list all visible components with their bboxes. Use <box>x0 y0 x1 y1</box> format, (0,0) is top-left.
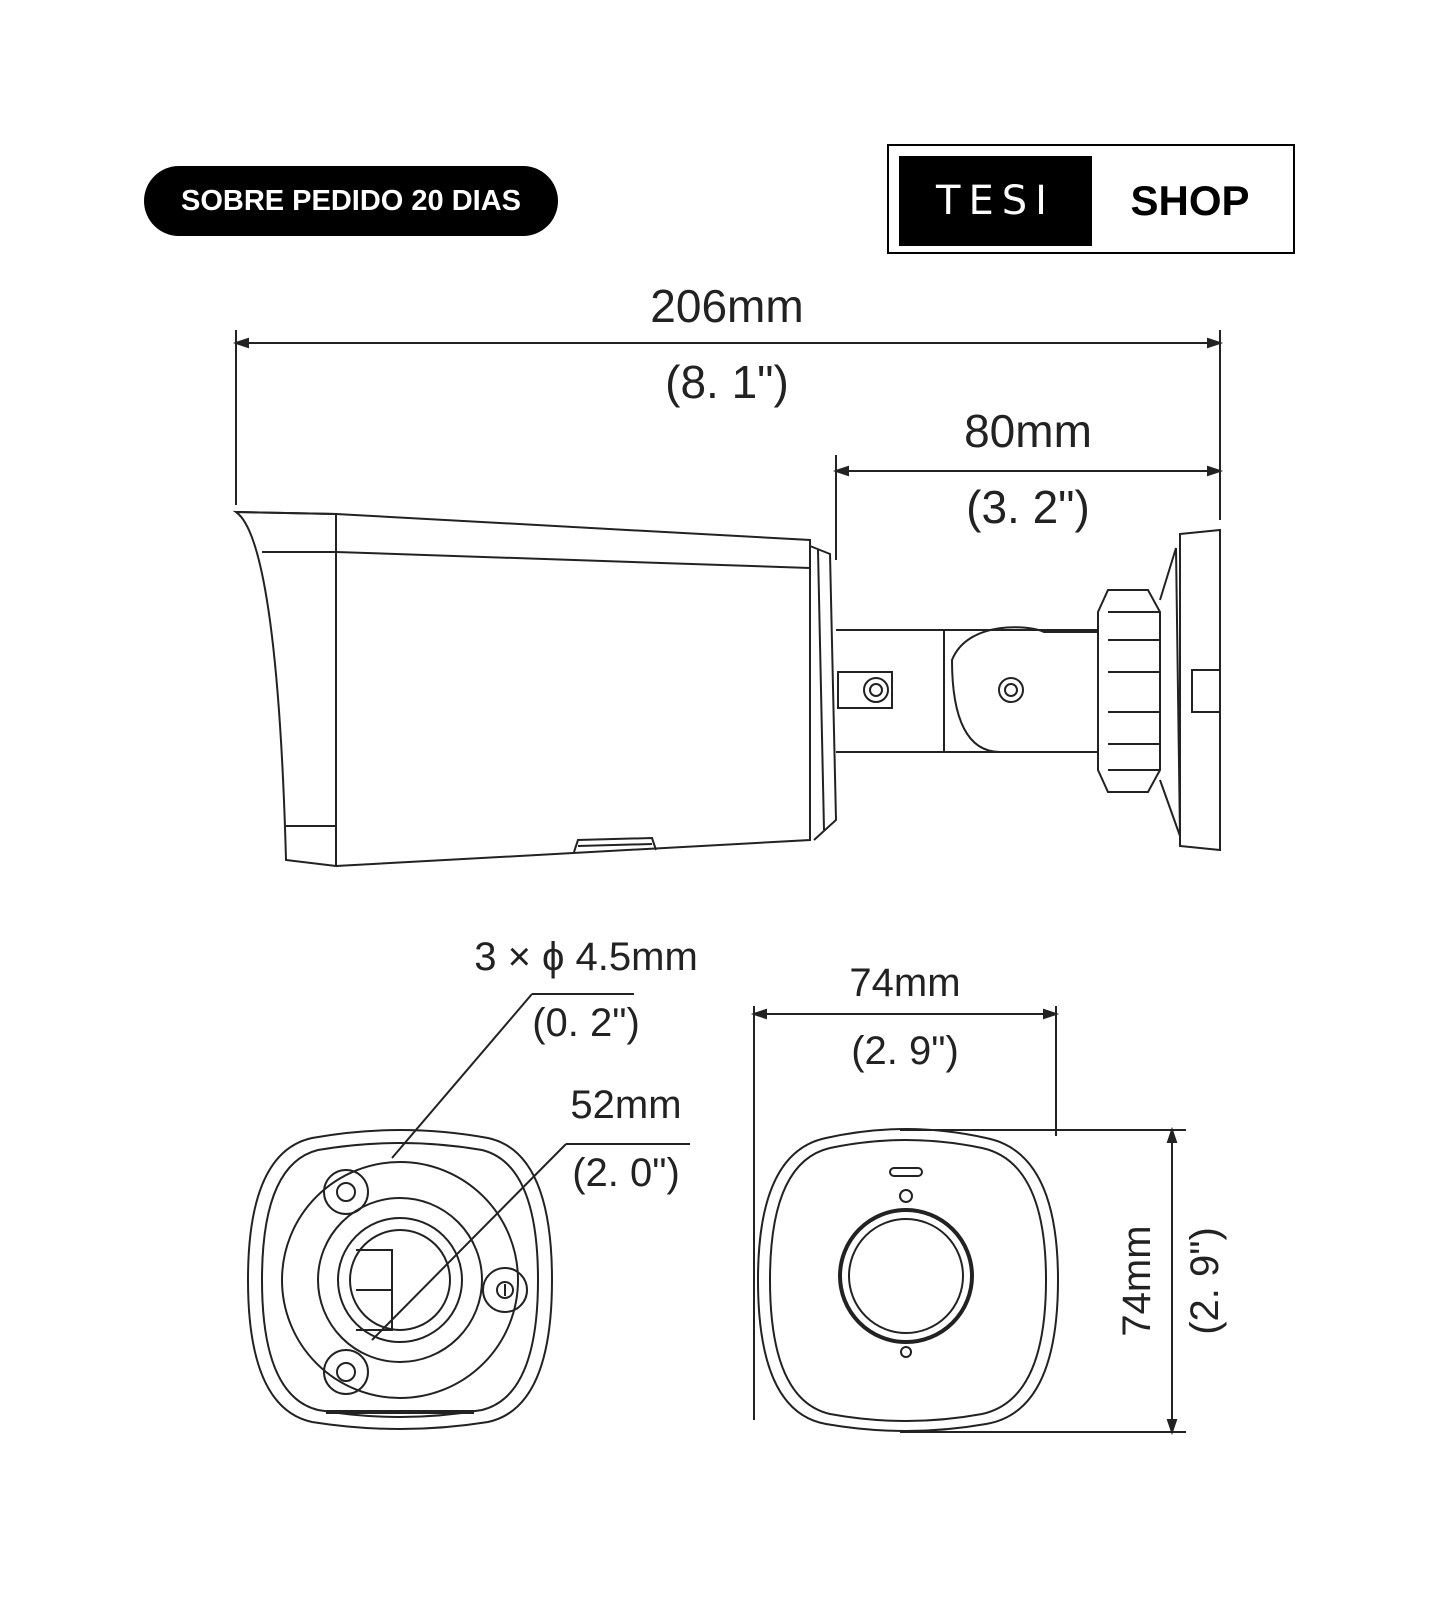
mount-holes-inch: (0. 2") <box>532 1001 640 1045</box>
base-view <box>246 993 690 1430</box>
dim-line-total <box>232 330 1224 520</box>
mount-holes-mm: 3 × ϕ 4.5mm <box>474 935 698 979</box>
logo-right-block: SHOP <box>1092 156 1288 246</box>
front-width-mm: 74mm <box>849 961 960 1005</box>
mount-base <box>1097 528 1221 852</box>
logo-left-text: TESI <box>936 178 1055 224</box>
bracket-arm <box>836 626 1099 753</box>
side-view <box>232 330 1224 868</box>
logo-right-text: SHOP <box>1130 177 1250 224</box>
dim-line-bracket <box>832 455 1224 560</box>
logo-left-block: TESI <box>899 156 1092 246</box>
bracket-length-inch: (3. 2") <box>966 481 1090 533</box>
total-length-inch: (8. 1") <box>665 356 789 408</box>
front-width-inch: (2. 9") <box>851 1029 959 1073</box>
availability-badge-label: SOBRE PEDIDO 20 DIAS <box>180 184 522 217</box>
hole-spacing-inch: (2. 0") <box>572 1151 680 1195</box>
availability-badge: SOBRE PEDIDO 20 DIAS <box>144 166 558 236</box>
bracket-length-mm: 80mm <box>964 405 1092 457</box>
front-height-mm: 74mm <box>1115 1225 1159 1336</box>
camera-housing <box>232 510 838 868</box>
shop-logo: TESI SHOP <box>887 144 1295 254</box>
front-view <box>750 1006 1186 1436</box>
hole-spacing-mm: 52mm <box>570 1083 681 1127</box>
front-height-inch: (2. 9") <box>1183 1227 1227 1335</box>
total-length-mm: 206mm <box>650 280 803 332</box>
